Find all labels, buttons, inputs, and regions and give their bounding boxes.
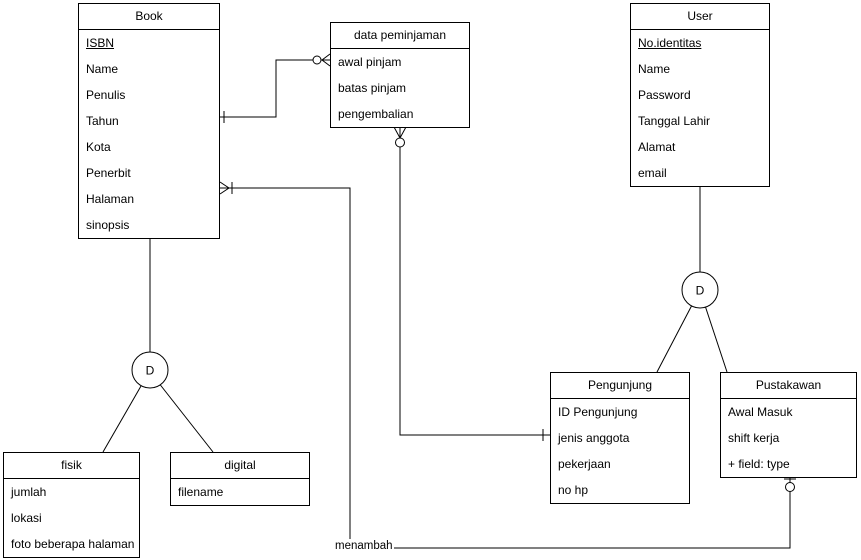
disjoint-label: D	[146, 364, 155, 378]
entity-digital-title: digital	[171, 453, 309, 479]
entity-user-title: User	[631, 4, 769, 30]
entity-data-peminjaman[interactable]: data peminjaman awal pinjam batas pinjam…	[330, 22, 470, 128]
relationship-label-menambah[interactable]: menambah	[334, 540, 394, 552]
field-name: Name	[638, 62, 671, 76]
field-field-type: + field: type	[728, 457, 790, 471]
field-shift-kerja: shift kerja	[728, 431, 780, 445]
field-filename: filename	[178, 485, 224, 499]
entity-digital[interactable]: digital filename	[170, 452, 310, 506]
field-password: Password	[638, 88, 691, 102]
zero-circle-icon	[785, 482, 795, 492]
connector-datapeminjaman-pengunjung	[399, 127, 550, 436]
zero-circle-icon	[312, 55, 322, 65]
field-lokasi: lokasi	[11, 511, 42, 525]
field-foto-beberapa-halaman: foto beberapa halaman	[11, 537, 135, 551]
disjoint-label: D	[696, 284, 705, 298]
field-no-hp: no hp	[558, 483, 589, 497]
field-pengembalian: pengembalian	[338, 107, 414, 121]
field-penulis: Penulis	[86, 88, 126, 102]
zero-circle-icon	[395, 137, 405, 148]
field-alamat: Alamat	[638, 140, 676, 154]
field-awal-masuk: Awal Masuk	[728, 405, 793, 419]
entity-pengunjung-title: Pengunjung	[551, 373, 689, 399]
field-email: email	[638, 166, 667, 180]
field-tahun: Tahun	[86, 114, 119, 128]
connector-d-digital	[159, 384, 214, 453]
field-penerbit: Penerbit	[86, 166, 131, 180]
field-pekerjaan: pekerjaan	[558, 457, 611, 471]
disjoint-circle[interactable]	[131, 351, 169, 389]
connector-book-pustakawan-1	[220, 187, 351, 539]
field-name: Name	[86, 62, 119, 76]
connector-d-fisik	[102, 385, 142, 453]
field-sinopsis: sinopsis	[86, 218, 130, 232]
field-halaman: Halaman	[86, 192, 135, 206]
connector-d-pustakawan	[705, 306, 728, 373]
entity-fisik[interactable]: fisik jumlah lokasi foto beberapa halama…	[3, 452, 140, 558]
connector-book-datapeminjaman	[220, 59, 330, 118]
entity-book-title: Book	[79, 4, 219, 30]
field-jumlah: jumlah	[11, 485, 47, 499]
connector-book-pustakawan-2	[392, 475, 791, 549]
field-kota: Kota	[86, 140, 111, 154]
entity-user[interactable]: User No.identitas Name Password Tanggal …	[630, 3, 770, 187]
field-no-identitas: No.identitas	[638, 36, 702, 50]
field-jenis-anggota: jenis anggota	[558, 431, 630, 445]
field-isbn: ISBN	[86, 36, 115, 50]
entity-data-peminjaman-title: data peminjaman	[331, 23, 469, 49]
entity-book[interactable]: Book ISBN Name Penulis Tahun Kota Penerb…	[78, 3, 220, 239]
field-awal-pinjam: awal pinjam	[338, 55, 402, 69]
disjoint-circle[interactable]	[681, 271, 719, 309]
crow-foot-icon	[321, 53, 331, 67]
entity-pengunjung[interactable]: Pengunjung ID Pengunjung jenis anggota p…	[550, 372, 690, 504]
field-batas-pinjam: batas pinjam	[338, 81, 407, 95]
entity-pustakawan[interactable]: Pustakawan Awal Masuk shift kerja + fiel…	[720, 372, 857, 478]
entity-pustakawan-title: Pustakawan	[721, 373, 856, 399]
field-id-pengunjung: ID Pengunjung	[558, 405, 638, 419]
crow-foot-icon	[219, 181, 230, 195]
entity-fisik-title: fisik	[4, 453, 139, 479]
field-tanggal-lahir: Tanggal Lahir	[638, 114, 711, 128]
connector-d-pengunjung	[656, 305, 692, 373]
